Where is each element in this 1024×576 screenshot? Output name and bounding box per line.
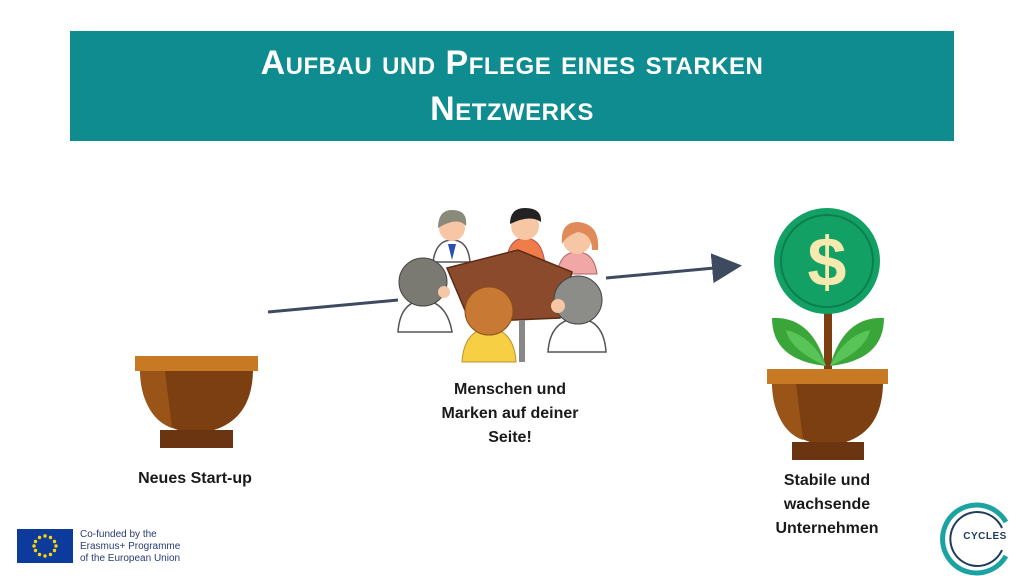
caption-people-brands: Menschen und Marken auf deiner Seite! [420, 378, 600, 450]
caption-new-startup: Neues Start-up [110, 467, 280, 491]
caption-stable-companies: Stabile und wachsende Unternehmen [752, 469, 902, 541]
person-front-center [461, 286, 517, 363]
title-banner: Aufbau und Pflege eines starken Netzwerk… [70, 31, 954, 141]
caption-startup-text: Neues Start-up [138, 470, 252, 487]
person-front-right [547, 275, 607, 353]
svg-text:$: $ [808, 223, 847, 301]
dollar-coin-icon [774, 208, 880, 314]
eu-cofunded-text: Co-funded by the Erasmus+ Programme of t… [80, 529, 220, 565]
person-back-right [556, 222, 599, 275]
money-plant-icon: $ [767, 208, 888, 460]
eu-line-1: Co-funded by the [80, 529, 157, 540]
caption-people-line-2: Marken auf deiner [441, 405, 579, 422]
empty-pot-icon [135, 356, 258, 448]
caption-stable-line-3: Unternehmen [775, 520, 879, 537]
eu-line-3: of the European Union [80, 553, 181, 564]
cycles-logo-icon [940, 502, 1009, 576]
person-front-left [397, 257, 453, 333]
cycles-logo-text: CYCLES [963, 531, 1007, 542]
connector-line-left [267, 298, 399, 314]
title-line-1: Aufbau und Pflege eines starken [260, 44, 764, 82]
caption-stable-line-2: wachsende [783, 496, 871, 513]
caption-people-line-3: Seite! [488, 429, 532, 446]
eu-flag-icon [17, 529, 73, 563]
title-line-2: Netzwerks [430, 90, 594, 128]
caption-people-line-1: Menschen und [453, 381, 566, 398]
meeting-table-icon [397, 208, 607, 363]
slide-title: Aufbau und Pflege eines starken Netzwerk… [132, 40, 892, 132]
connector-arrow-right [605, 253, 742, 284]
caption-stable-line-1: Stabile und [783, 472, 871, 489]
eu-line-2: Erasmus+ Programme [80, 541, 181, 552]
person-back-left [432, 210, 471, 263]
